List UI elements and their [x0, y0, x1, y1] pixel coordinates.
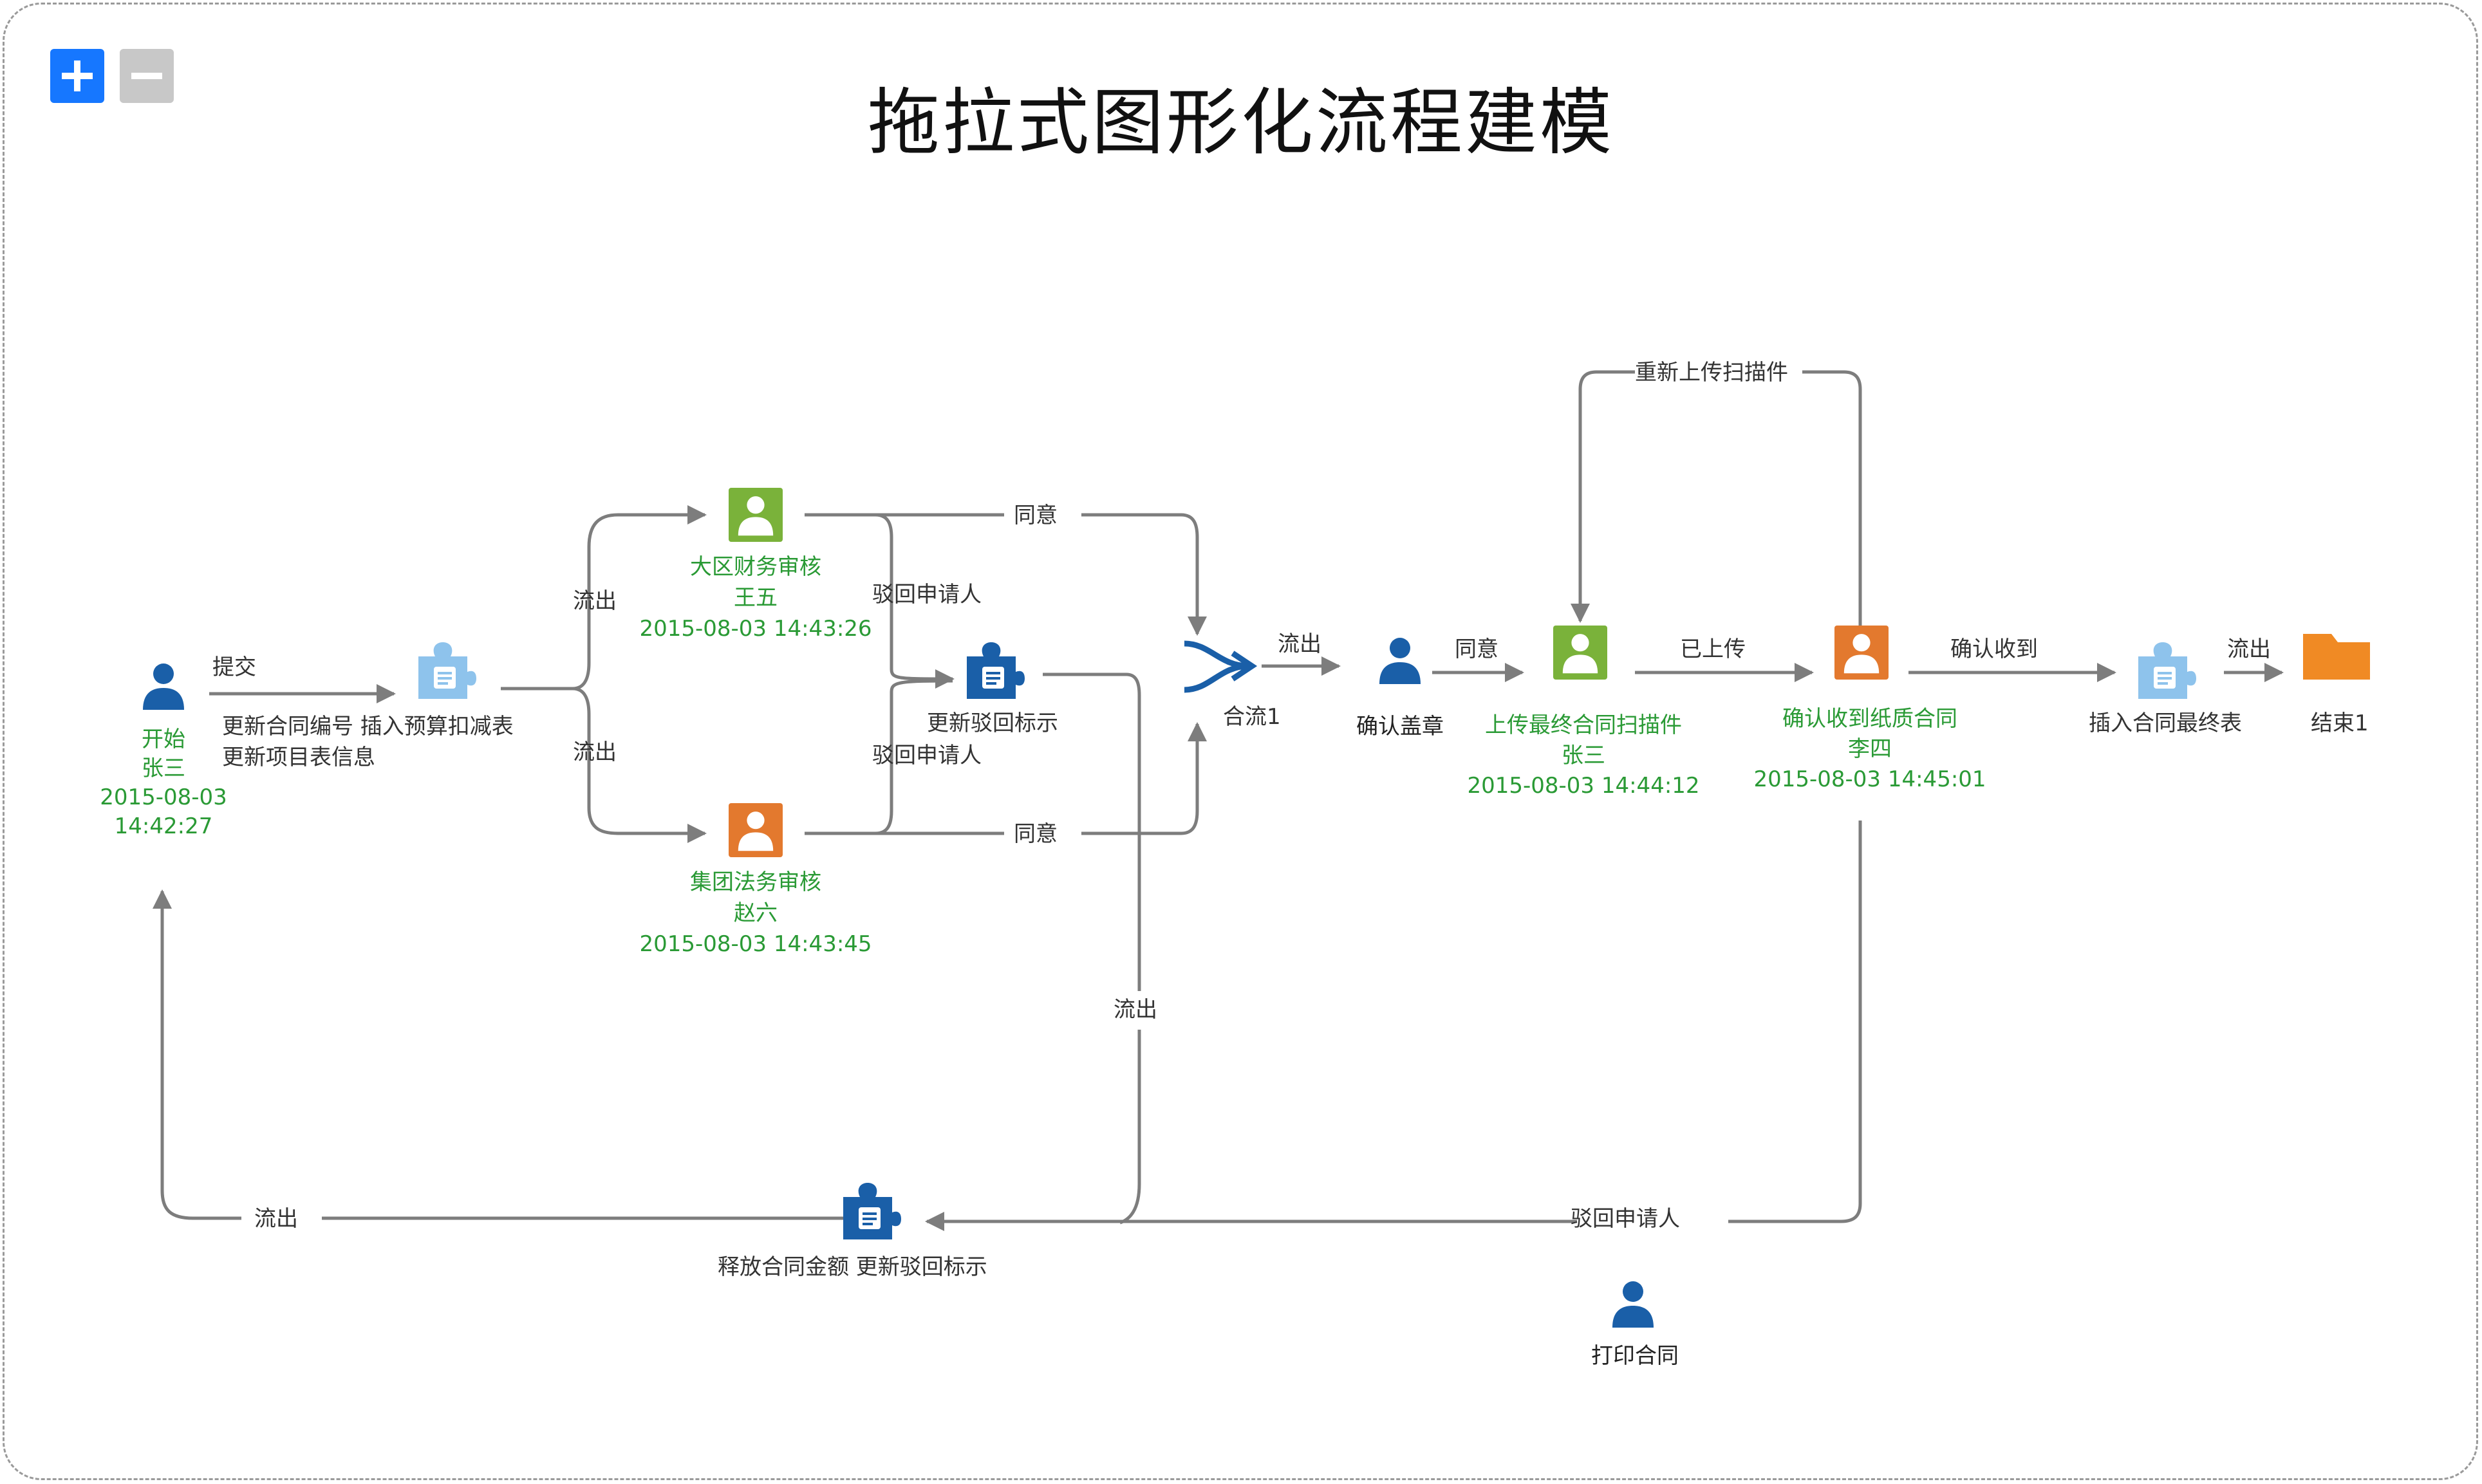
release-label: 释放合同金额 更新驳回标示 — [718, 1254, 987, 1280]
label-reupload: 重新上传扫描件 — [1635, 360, 1788, 385]
edge-reject-down-a — [1043, 672, 1141, 991]
label-reject-vertical: 流出 — [1114, 997, 1157, 1023]
edges — [153, 370, 2284, 1231]
page-title: 拖拉式图形化流程建模 — [868, 81, 1614, 165]
confirm-paper-person: 李四 — [1848, 736, 1892, 762]
task-icon — [417, 641, 476, 700]
edge-reupload-a — [1802, 370, 1862, 631]
task-icon — [2137, 641, 2196, 700]
edge-finance-reject — [805, 513, 955, 689]
label-flow-out-top: 流出 — [573, 588, 617, 614]
legal-datetime: 2015-08-03 14:43:45 — [639, 931, 872, 957]
task-icon — [842, 1182, 901, 1241]
finance-person: 王五 — [734, 585, 778, 611]
diagram-frame — [3, 3, 2478, 1480]
edge-finance-agree-b — [1081, 513, 1207, 636]
upload-datetime: 2015-08-03 14:44:12 — [1467, 773, 1699, 799]
start-name: 开始 — [142, 727, 185, 752]
upload-person: 张三 — [1562, 743, 1605, 768]
upload-name: 上传最终合同扫描件 — [1485, 712, 1682, 738]
label-merge-out: 流出 — [1278, 631, 1321, 657]
label-release-out: 流出 — [254, 1206, 298, 1232]
confirm-paper-datetime: 2015-08-03 14:45:01 — [1753, 766, 1986, 792]
update-task-line2: 更新项目表信息 — [222, 745, 375, 770]
finance-name: 大区财务审核 — [690, 554, 821, 580]
label-agree-top: 同意 — [1014, 503, 1058, 528]
user-icon — [1379, 638, 1421, 684]
reject-mark-label: 更新驳回标示 — [927, 710, 1058, 736]
node-reject-mark[interactable]: 更新驳回标示 — [927, 641, 1058, 736]
user-icon — [1612, 1281, 1654, 1328]
label-reject-applicant: 驳回申请人 — [1571, 1206, 1680, 1232]
edge-reupload-b — [1571, 370, 1635, 623]
task-icon — [966, 641, 1025, 700]
label-uploaded: 已上传 — [1680, 636, 1746, 662]
zoom-in-button[interactable] — [50, 49, 104, 103]
edge-legal-reject — [805, 679, 953, 835]
merge-icon — [1184, 640, 1258, 693]
edge-release-b — [153, 889, 241, 1220]
legal-person: 赵六 — [734, 900, 778, 926]
label-reject-top: 驳回申请人 — [872, 582, 982, 608]
start-time: 14:42:27 — [115, 813, 213, 839]
legal-name: 集团法务审核 — [690, 869, 821, 895]
zoom-out-button[interactable] — [120, 49, 174, 103]
node-finance[interactable]: 大区财务审核 王五 2015-08-03 14:43:26 — [639, 488, 872, 642]
print-label: 打印合同 — [1591, 1343, 1679, 1369]
node-print[interactable]: 打印合同 — [1591, 1281, 1679, 1369]
node-legal[interactable]: 集团法务审核 赵六 2015-08-03 14:43:45 — [639, 803, 872, 957]
label-reject-bottom: 驳回申请人 — [872, 743, 982, 768]
edge-split-top — [572, 505, 707, 691]
edge-reject-applicant-a — [1728, 821, 1862, 1223]
node-insert-final[interactable]: 插入合同最终表 — [2089, 641, 2242, 736]
label-submit: 提交 — [212, 654, 256, 680]
label-final-out: 流出 — [2227, 636, 2271, 662]
start-person: 张三 — [142, 756, 185, 781]
edge-reject-down-b — [1119, 1030, 1141, 1225]
confirm-seal-label: 确认盖章 — [1356, 714, 1444, 739]
plus-icon — [62, 60, 93, 91]
finance-datetime: 2015-08-03 14:43:26 — [639, 616, 872, 642]
node-upload-scan[interactable]: 上传最终合同扫描件 张三 2015-08-03 14:44:12 — [1467, 626, 1700, 799]
folder-icon — [2303, 634, 2370, 680]
node-merge[interactable]: 合流1 — [1184, 640, 1281, 730]
merge-label: 合流1 — [1223, 704, 1281, 730]
label-confirm-received: 确认收到 — [1950, 636, 2038, 662]
label-agree-bottom: 同意 — [1014, 821, 1058, 847]
end-label: 结束1 — [2311, 710, 2369, 736]
node-end[interactable]: 结束1 — [2303, 634, 2370, 736]
insert-final-label: 插入合同最终表 — [2089, 710, 2242, 736]
node-release[interactable]: 释放合同金额 更新驳回标示 — [718, 1182, 987, 1280]
edge-labels: 提交 流出 流出 同意 同意 驳回申请人 驳回申请人 流出 同意 已上传 重新上… — [212, 360, 2271, 1232]
confirm-paper-name: 确认收到纸质合同 — [1782, 706, 1957, 732]
user-icon — [143, 663, 184, 710]
edge-legal-agree-b — [1081, 722, 1207, 835]
update-task-line1: 更新合同编号 插入预算扣减表 — [222, 714, 514, 739]
edge-split-bottom — [572, 687, 707, 843]
label-flow-out-bottom: 流出 — [573, 739, 617, 765]
label-agree-seal: 同意 — [1455, 636, 1498, 662]
start-date: 2015-08-03 — [100, 784, 227, 810]
node-update-task[interactable]: 更新合同编号 插入预算扣减表 更新项目表信息 — [222, 641, 514, 770]
node-confirm-paper[interactable]: 确认收到纸质合同 李四 2015-08-03 14:45:01 — [1753, 626, 1986, 792]
node-confirm-seal[interactable]: 确认盖章 — [1356, 638, 1444, 739]
node-start[interactable]: 开始 张三 2015-08-03 14:42:27 — [100, 663, 227, 839]
minus-icon — [131, 73, 162, 79]
